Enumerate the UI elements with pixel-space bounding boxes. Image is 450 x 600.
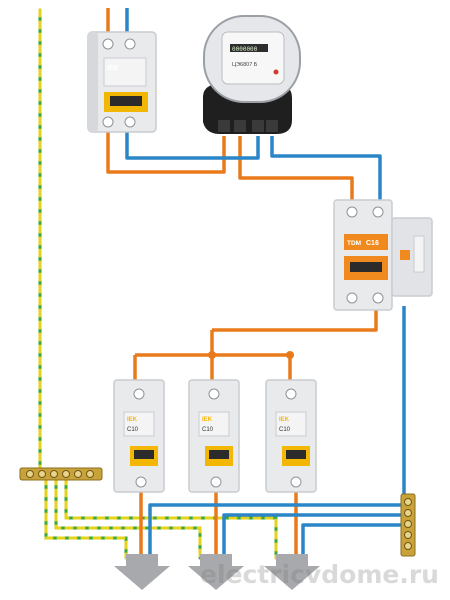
electricity-meter: 0000000 ЦЭ6807 Б <box>203 15 301 134</box>
branch-breaker-toggle[interactable] <box>286 450 306 459</box>
neutral-bus-bar <box>400 493 416 557</box>
bus-screw <box>404 520 412 528</box>
terminal-screw <box>102 38 114 50</box>
branch-breaker-brand: IEK <box>279 417 290 423</box>
branch-breaker-rating: C10 <box>279 427 291 433</box>
terminal-screw <box>124 38 136 50</box>
terminal-screw <box>372 206 384 218</box>
rcbo-toggle[interactable] <box>350 262 382 272</box>
terminal-screw <box>208 388 220 400</box>
terminal-screw <box>285 388 297 400</box>
branch-breaker-label <box>123 411 155 437</box>
terminal-screw <box>124 116 136 128</box>
main-breaker-toggle[interactable] <box>110 96 142 106</box>
branch-breaker-brand: IEK <box>127 417 138 423</box>
down-arrow-icon <box>264 554 320 590</box>
main-breaker-label-plate <box>103 57 147 87</box>
bus-screw <box>404 531 412 539</box>
main-breaker-brand: IEK <box>107 65 119 72</box>
watermark: electricvdome.ru <box>200 560 439 589</box>
terminal-screw <box>133 388 145 400</box>
neutral-branch-2 <box>222 513 407 555</box>
terminal-screw <box>372 292 384 304</box>
earth-branch-2-dash <box>54 476 202 560</box>
meter-model: ЦЭ6807 Б <box>232 62 258 68</box>
neutral-branch-1 <box>148 503 407 555</box>
meter-face <box>221 31 285 85</box>
bus-screw <box>404 498 412 506</box>
terminal <box>266 120 278 132</box>
rcbo: TDM C16 <box>333 199 433 311</box>
rcbo-indicator <box>413 235 425 273</box>
terminal-screw <box>102 116 114 128</box>
bus-screw <box>38 470 46 478</box>
earth-branch-3-dash <box>64 476 278 560</box>
branch-breaker-toggle[interactable] <box>134 450 154 459</box>
branch-breaker-label <box>275 411 307 437</box>
branch-breaker-1: IEK C10 <box>113 379 165 493</box>
earth-bus-bar <box>19 467 103 481</box>
junction-dot <box>286 351 294 359</box>
branch-breaker-toggle[interactable] <box>209 450 229 459</box>
branch-breaker-rating: C10 <box>127 427 139 433</box>
junction-dot <box>208 351 216 359</box>
rcbo-rating: C16 <box>366 240 379 247</box>
bus-screw <box>404 509 412 517</box>
rcbo-body-right <box>391 217 433 297</box>
down-arrow-icon <box>114 554 170 590</box>
phase-junctions <box>208 351 294 359</box>
neutral-meter-to-rcbo <box>270 136 382 206</box>
branch-breaker-brand: IEK <box>202 417 213 423</box>
branch-breaker-label <box>198 411 230 437</box>
main-breaker: IEK <box>87 31 157 133</box>
terminal <box>234 120 246 132</box>
bus-screw <box>86 470 94 478</box>
meter-display <box>230 44 268 52</box>
rcbo-test-button[interactable] <box>400 250 410 260</box>
terminal-screw <box>346 292 358 304</box>
terminal-screw <box>346 206 358 218</box>
neutral-branch-3 <box>301 523 407 555</box>
earth-branch-1-dash <box>44 476 128 560</box>
earth-wires <box>38 8 278 560</box>
bus-screw <box>26 470 34 478</box>
rcbo-label-plate <box>344 234 388 250</box>
meter-indicator <box>273 69 279 75</box>
bus-screw <box>50 470 58 478</box>
rcbo-brand: TDM <box>347 240 361 247</box>
bus-screw <box>74 470 82 478</box>
phase-rcbo-out <box>212 306 378 332</box>
meter-display-value: 0000000 <box>232 46 258 53</box>
rcbo-body-left <box>333 199 393 311</box>
output-arrows <box>114 554 320 590</box>
branch-breaker-2: IEK C10 <box>188 379 240 493</box>
phase-breaker-to-meter <box>106 132 226 174</box>
terminal-screw <box>135 476 147 488</box>
main-breaker-shade <box>88 32 98 132</box>
branch-breaker-3: IEK C10 <box>265 379 317 493</box>
terminal-screw <box>210 476 222 488</box>
terminal-screw <box>290 476 302 488</box>
terminal <box>218 120 230 132</box>
bus-screw <box>62 470 70 478</box>
neutral-breaker-to-meter <box>125 132 260 160</box>
terminal <box>252 120 264 132</box>
branch-breaker-rating: C10 <box>202 427 214 433</box>
down-arrow-icon <box>188 554 244 590</box>
bus-screw <box>404 542 412 550</box>
